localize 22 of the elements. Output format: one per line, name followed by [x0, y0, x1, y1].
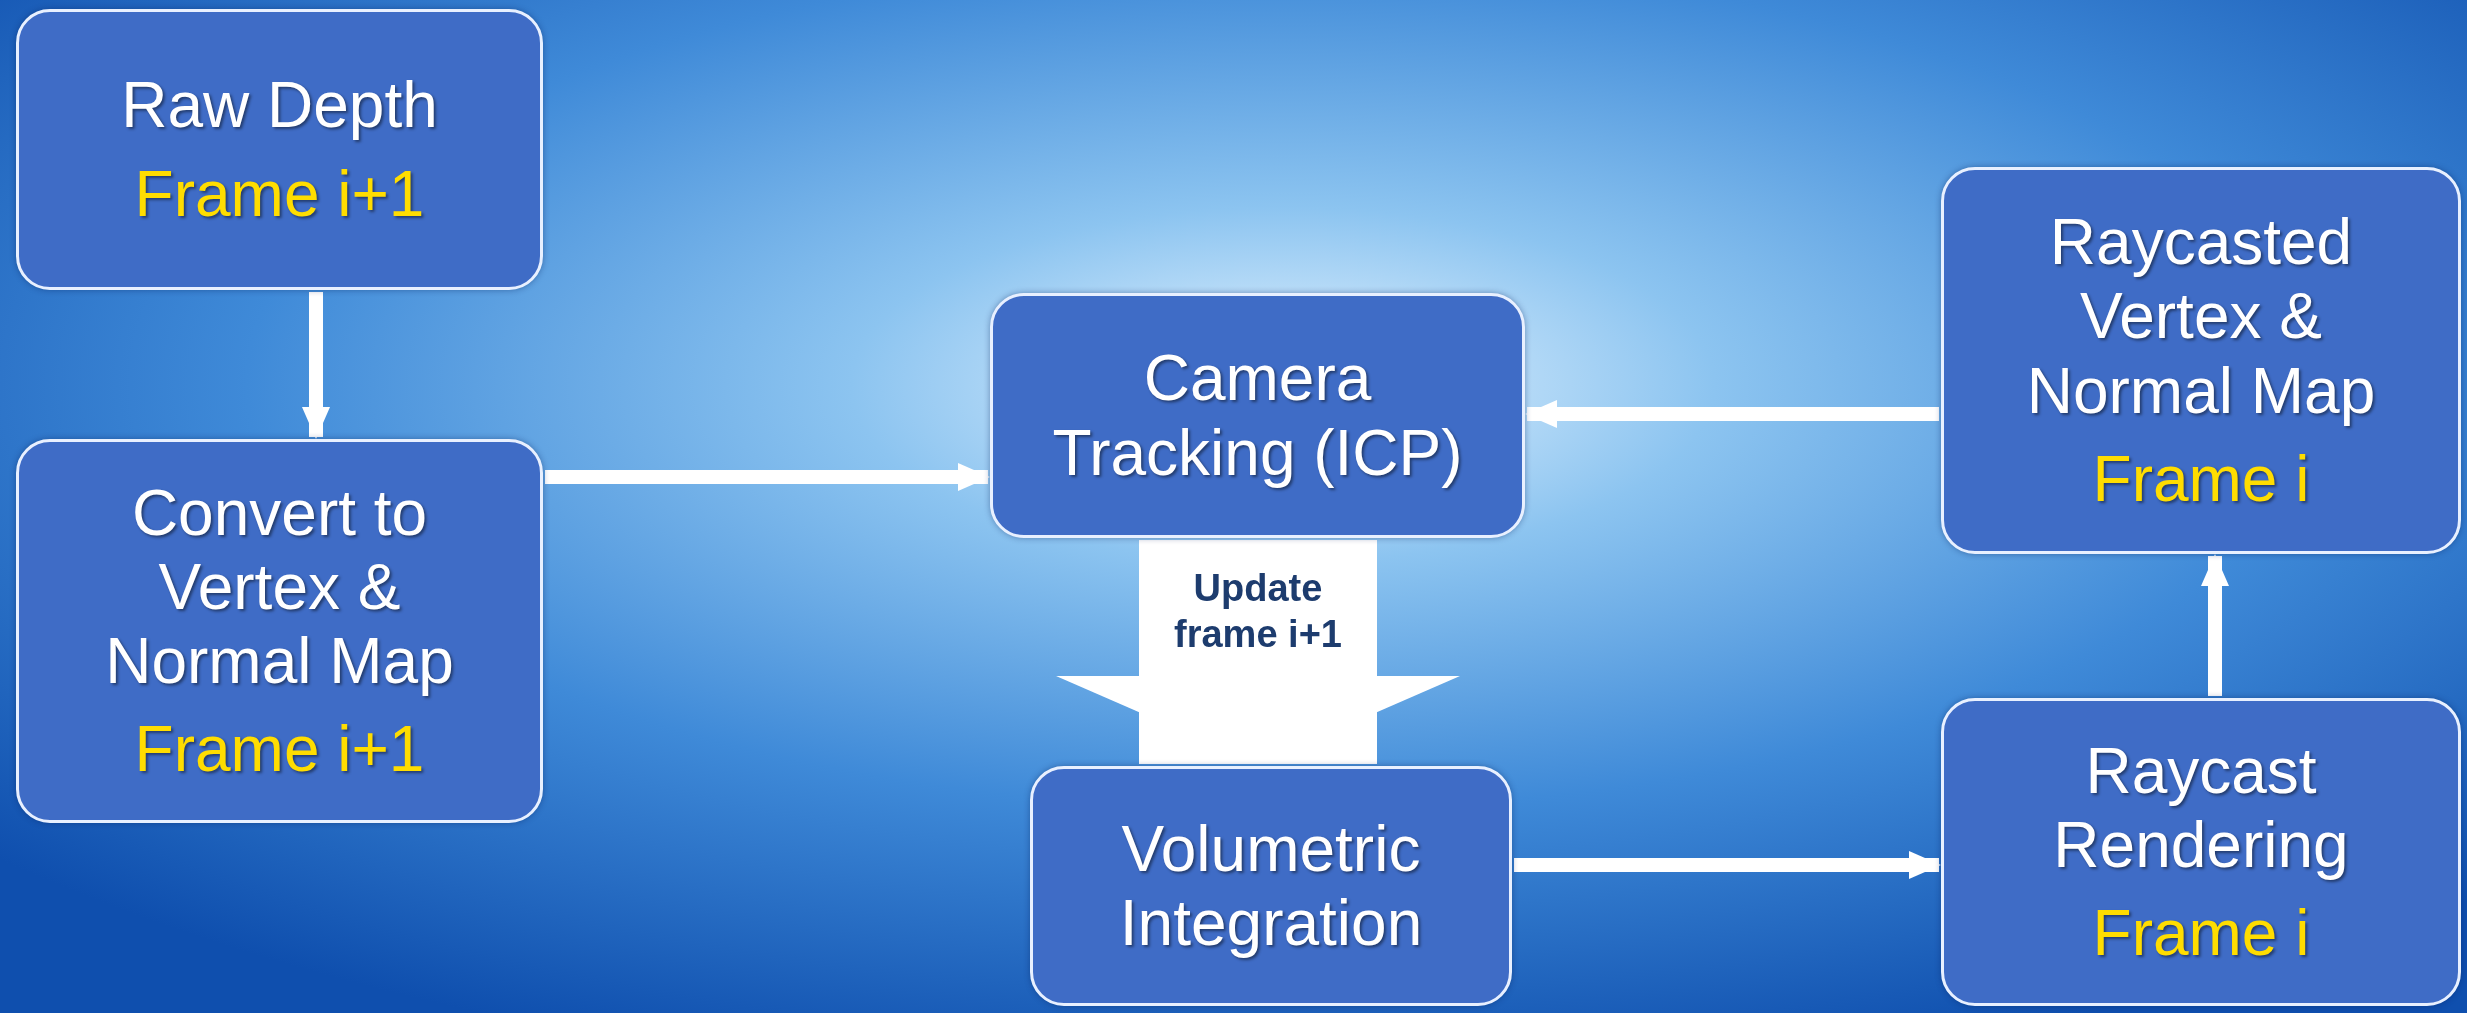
process-box [1941, 698, 2461, 1006]
arrow [545, 463, 990, 491]
frame-label: Frame i [2092, 896, 2310, 971]
process-box [1030, 766, 1512, 1006]
frame-label: Frame i+1 [134, 156, 425, 231]
process-box [1941, 167, 2461, 554]
arrow [302, 292, 330, 439]
box-title: Camera Tracking (ICP) [1051, 341, 1464, 490]
arrow [1525, 400, 1939, 428]
process-box [16, 439, 543, 823]
frame-label: Frame i [2092, 441, 2310, 516]
arrow [2201, 554, 2229, 696]
process-box [990, 293, 1525, 538]
box-title: Convert to Vertex & Normal Map [104, 475, 455, 699]
process-box [16, 9, 543, 290]
box-title: Volumetric Integration [1118, 811, 1424, 961]
box-title: Raycast Rendering [2052, 733, 2350, 883]
arrow [1514, 851, 1941, 879]
box-title: Raw Depth [121, 68, 438, 143]
edge-label: Update frame i+1 [1173, 566, 1343, 657]
frame-label: Frame i+1 [134, 712, 425, 787]
box-title: Raycasted Vertex & Normal Map [2025, 205, 2377, 428]
